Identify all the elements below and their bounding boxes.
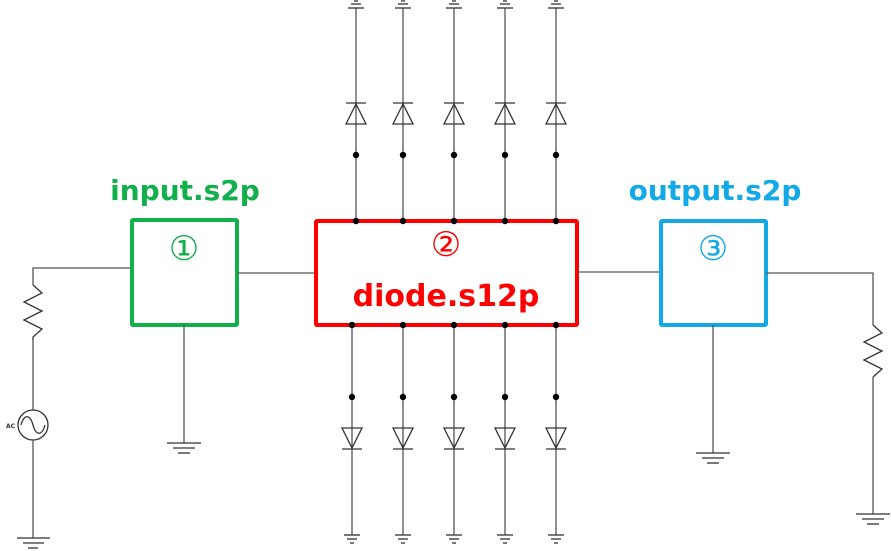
- diode-branches: [340, 0, 568, 544]
- junction-node: [352, 217, 360, 225]
- ac-source-icon: [17, 409, 49, 441]
- top-diode-branch: [344, 0, 368, 225]
- bottom-diode-branch: [493, 321, 517, 544]
- diode-icon: [344, 102, 368, 125]
- diode-block[interactable]: ② diode.s12p: [314, 219, 579, 327]
- junction-node: [450, 321, 458, 329]
- bottom-diode-branch: [391, 321, 415, 544]
- junction-node: [450, 393, 458, 401]
- diode-icon: [544, 427, 568, 450]
- ground-icon: [446, 0, 462, 9]
- output-block-number: ③: [698, 229, 728, 269]
- junction-node: [501, 321, 509, 329]
- diode-icon: [391, 102, 415, 125]
- junction-node: [352, 151, 360, 159]
- junction-node: [501, 393, 509, 401]
- bottom-diode-branch: [544, 321, 568, 544]
- diode-block-number: ②: [431, 225, 461, 265]
- junction-node: [552, 217, 560, 225]
- ground-icon: [395, 534, 411, 544]
- ground-icon: [446, 534, 462, 544]
- junction-node: [501, 217, 509, 225]
- ac-source-label: AC: [6, 423, 16, 430]
- input-block-label: input.s2p: [110, 174, 260, 207]
- output-wire: [766, 272, 874, 325]
- junction-node: [450, 217, 458, 225]
- output-block-label: output.s2p: [629, 174, 802, 207]
- output-block[interactable]: ③: [659, 219, 768, 327]
- source-resistor: [22, 284, 44, 340]
- diode-icon: [442, 102, 466, 125]
- top-diode-branch: [493, 0, 517, 225]
- diode-icon: [391, 427, 415, 450]
- top-diode-branch: [442, 0, 466, 225]
- ground-icon: [348, 0, 364, 9]
- ground-icon: [497, 0, 513, 9]
- load-branch: [766, 272, 890, 525]
- ground-icon: [17, 537, 50, 549]
- ground-icon: [344, 534, 360, 544]
- input-block-number: ①: [169, 229, 199, 269]
- bottom-diode-branch: [340, 321, 364, 544]
- junction-node: [501, 151, 509, 159]
- ground-icon: [696, 452, 730, 464]
- input-block[interactable]: ①: [130, 218, 239, 327]
- junction-node: [399, 393, 407, 401]
- source-branch: AC: [6, 267, 131, 549]
- input-wire: [32, 267, 131, 285]
- junction-node: [399, 217, 407, 225]
- ground-icon: [856, 513, 890, 525]
- junction-node: [399, 321, 407, 329]
- junction-node: [348, 321, 356, 329]
- diode-icon: [442, 427, 466, 450]
- ground-icon: [548, 0, 564, 9]
- junction-node: [399, 151, 407, 159]
- bottom-diode-branch: [442, 321, 466, 544]
- diode-icon: [340, 427, 364, 450]
- diode-icon: [544, 102, 568, 125]
- ground-icon: [167, 442, 201, 454]
- top-diode-branch: [544, 0, 568, 225]
- top-diode-branch: [391, 0, 415, 225]
- junction-node: [450, 151, 458, 159]
- ground-icon: [548, 534, 564, 544]
- diode-icon: [493, 102, 517, 125]
- diode-icon: [493, 427, 517, 450]
- junction-node: [552, 393, 560, 401]
- ground-icon: [497, 534, 513, 544]
- junction-node: [348, 393, 356, 401]
- diode-block-label: diode.s12p: [353, 279, 540, 314]
- ground-icon: [395, 0, 411, 9]
- junction-node: [552, 321, 560, 329]
- junction-node: [552, 151, 560, 159]
- load-resistor: [862, 324, 884, 378]
